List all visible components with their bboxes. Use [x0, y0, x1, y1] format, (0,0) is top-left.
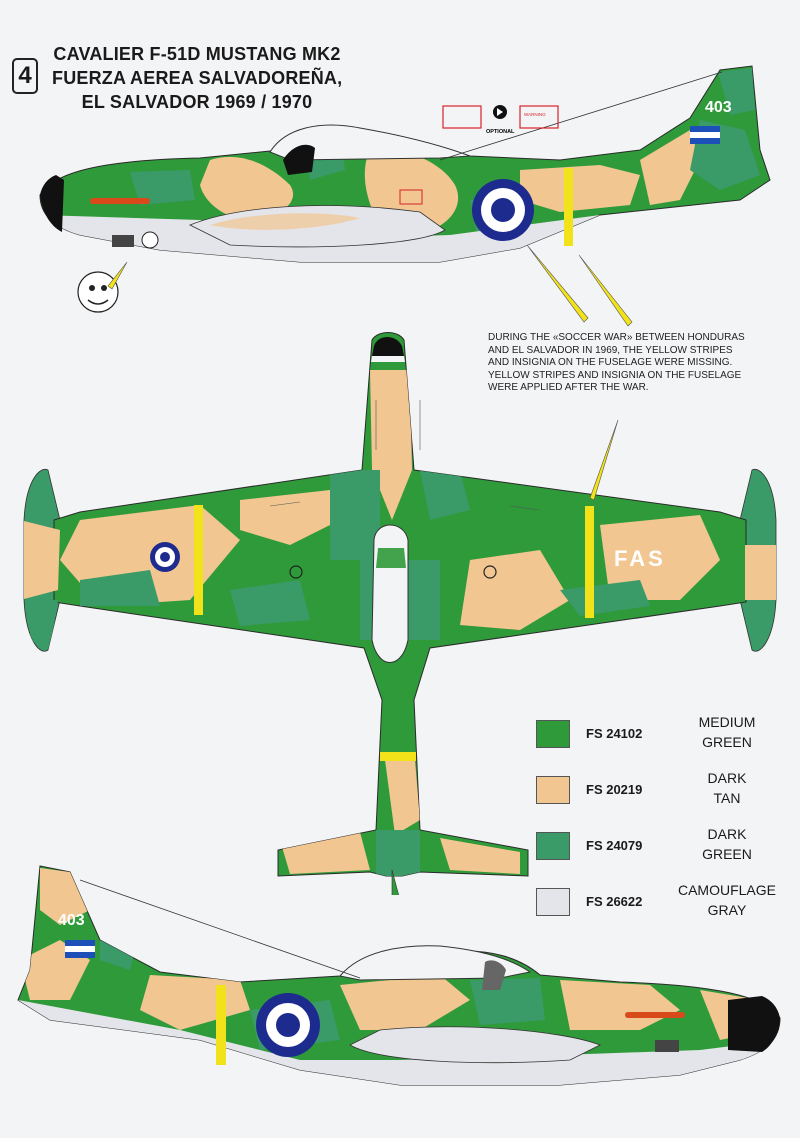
- swatch-medium-green: [536, 720, 570, 748]
- fs-code-2: FS 20219: [586, 782, 643, 797]
- stencil-box-right: [519, 105, 559, 129]
- optional-label: OPTIONAL: [486, 129, 515, 135]
- title-line-3: EL SALVADOR 1969 / 1970: [81, 92, 313, 112]
- swatch-dark-tan: [536, 776, 570, 804]
- right-side-profile: 403: [17, 865, 781, 1086]
- profile-number: 4: [12, 58, 38, 94]
- fs-code-3: FS 24079: [586, 838, 643, 853]
- color-name-3-b: GREEN: [702, 846, 752, 862]
- salvador-flag-top: [690, 126, 720, 144]
- note-line-3: AND INSIGNIA ON THE FUSELAGE WERE MISSIN…: [488, 357, 733, 368]
- swatch-camo-gray: [536, 888, 570, 916]
- color-name-2-a: DARK: [707, 770, 747, 786]
- warning-stencil-top: WARNING: [524, 112, 546, 117]
- note-line-5: WERE APPLIED AFTER THE WAR.: [488, 382, 649, 393]
- tail-number-top: 403: [705, 99, 732, 116]
- historical-note: DURING THE «SOCCER WAR» BETWEEN HONDURAS…: [488, 332, 788, 395]
- tail-number-bottom: 403: [58, 912, 85, 929]
- left-side-profile: 403 WARNING OPTIONAL: [39, 65, 771, 327]
- color-name-2: DARK TAN: [668, 768, 786, 808]
- fs-code-4: FS 26622: [586, 894, 643, 909]
- legend-row-medium-green: FS 24102 MEDIUM GREEN: [536, 712, 786, 752]
- color-name-4-b: GRAY: [707, 902, 747, 918]
- title-line-2: FUERZA AEREA SALVADOREÑA,: [52, 68, 343, 88]
- optional-marking-icon: [493, 105, 507, 119]
- legend-row-dark-tan: FS 20219 DARK TAN: [536, 768, 786, 808]
- color-name-4-a: CAMOUFLAGE: [677, 882, 776, 898]
- legend-row-dark-green: FS 24079 DARK GREEN: [536, 824, 786, 864]
- color-name-1-b: GREEN: [702, 734, 752, 750]
- sheet-title: CAVALIER F-51D MUSTANG MK2 FUERZA AEREA …: [52, 42, 342, 114]
- swatch-dark-green: [536, 832, 570, 860]
- stencil-box-left: [442, 105, 482, 129]
- color-name-3: DARK GREEN: [668, 824, 786, 864]
- nose-art-cartoon: [77, 231, 159, 313]
- legend-row-camo-gray: FS 26622 CAMOUFLAGE GRAY: [536, 880, 786, 920]
- color-name-1: MEDIUM GREEN: [668, 712, 786, 752]
- salvador-flag-bottom: [65, 940, 95, 958]
- note-line-2: AND EL SALVADOR IN 1969, THE YELLOW STRI…: [488, 344, 733, 356]
- color-name-2-b: TAN: [713, 790, 741, 806]
- color-name-1-a: MEDIUM: [698, 714, 756, 730]
- note-line-1: DURING THE «SOCCER WAR» BETWEEN HONDURAS: [488, 332, 745, 343]
- note-line-4: YELLOW STRIPES AND INSIGNIA ON THE FUSEL…: [488, 369, 742, 381]
- fs-code-1: FS 24102: [586, 726, 643, 741]
- color-name-4: CAMOUFLAGE GRAY: [668, 880, 786, 920]
- title-line-1: CAVALIER F-51D MUSTANG MK2: [53, 44, 341, 64]
- color-name-3-a: DARK: [707, 826, 747, 842]
- top-view-plan: FAS: [23, 332, 777, 895]
- wing-code-fas: FAS: [614, 546, 666, 571]
